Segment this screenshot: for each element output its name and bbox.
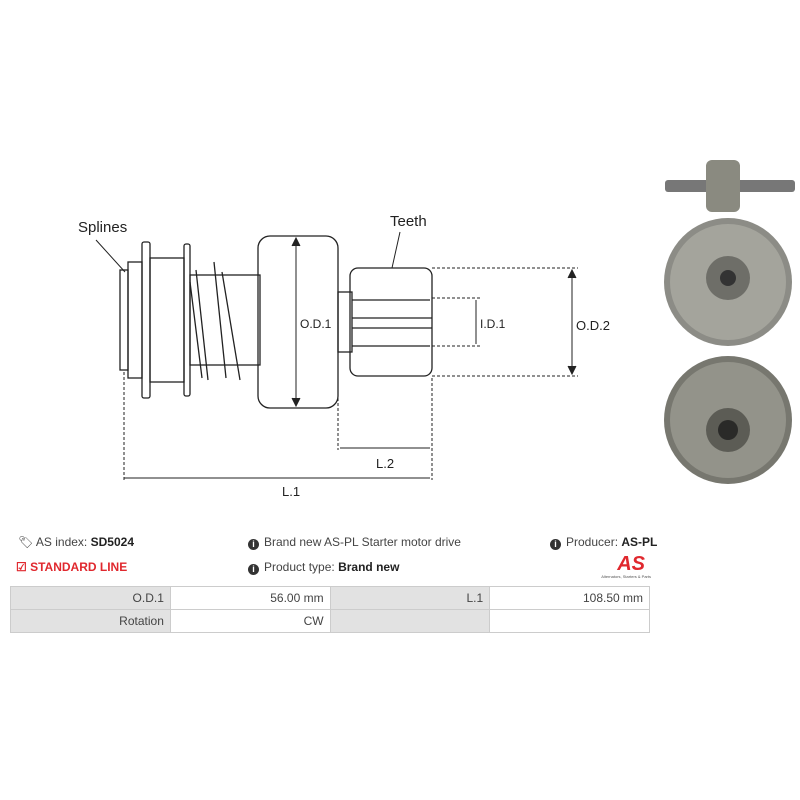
product-photos	[664, 160, 795, 484]
checkbox-icon: ☑	[16, 560, 27, 574]
as-index-value: SD5024	[90, 535, 134, 549]
info-icon: i	[550, 539, 561, 550]
label-teeth: Teeth	[390, 213, 427, 230]
as-index: 🏷 AS index: SD5024	[18, 535, 134, 549]
info-icon: i	[248, 564, 259, 575]
label-od2: O.D.2	[576, 318, 610, 333]
label-id1: I.D.1	[480, 317, 506, 331]
label-l2: L.2	[376, 456, 394, 471]
splines-shaft	[119, 269, 129, 371]
info-icon: i	[248, 539, 259, 550]
label-od1: O.D.1	[300, 317, 332, 331]
tag-icon: 🏷	[18, 535, 34, 549]
technical-drawing: Splines Teeth O.D.1 I.D.1 O.D.2 L.2 L.1	[78, 160, 795, 499]
flange	[141, 241, 151, 399]
label-l1: L.1	[282, 484, 300, 499]
as-logo: AS Alternators, Starters & Parts	[601, 553, 651, 579]
standard-line-badge: ☑ STANDARD LINE	[16, 560, 128, 574]
spring	[189, 261, 241, 381]
label-splines: Splines	[78, 219, 127, 236]
gear-teeth	[349, 267, 433, 377]
